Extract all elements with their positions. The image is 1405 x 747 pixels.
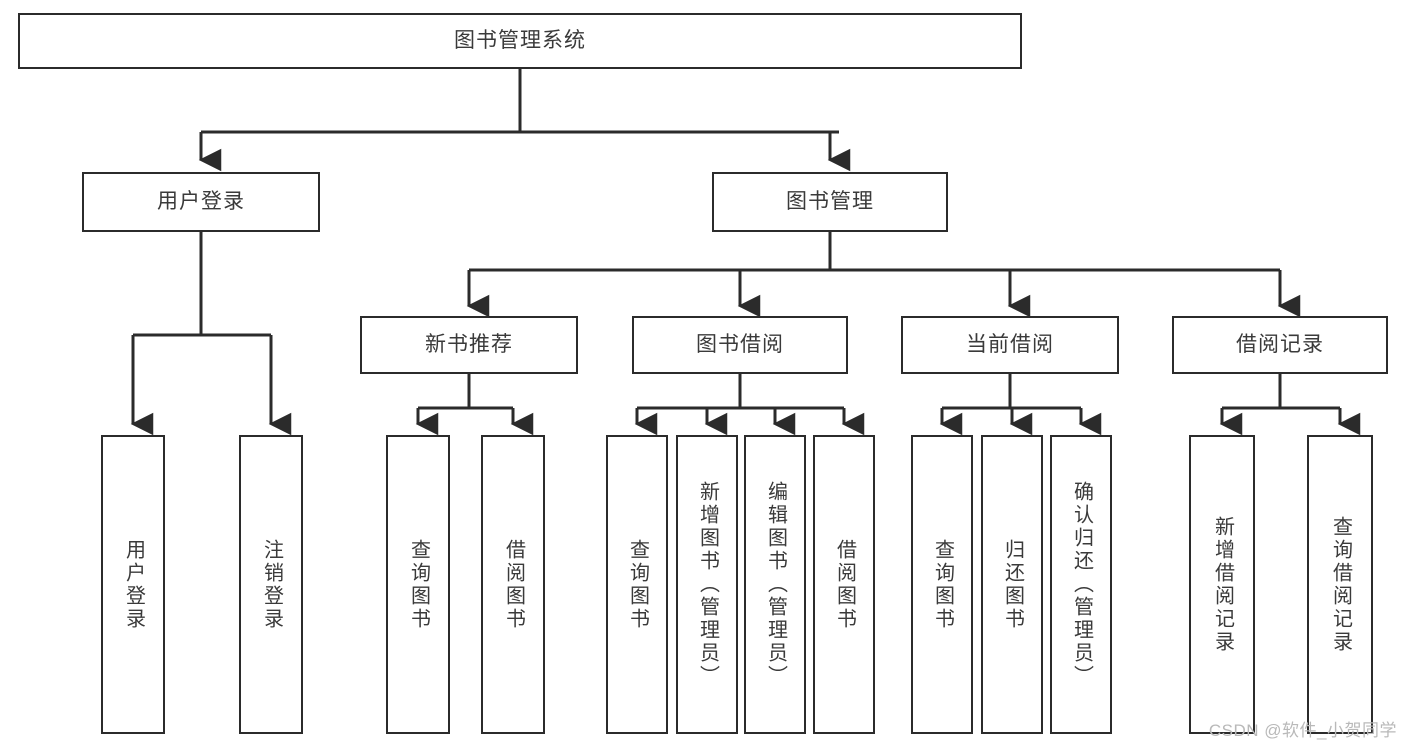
node-leaf-edit-book-admin[interactable]: 编辑图书（管理员） — [744, 435, 806, 734]
node-leaf-user-login[interactable]: 用户登录 — [101, 435, 165, 734]
node-leaf-query-book-borrow[interactable]: 查询图书 — [606, 435, 668, 734]
node-level2-user-login[interactable]: 用户登录 — [82, 172, 320, 232]
node-level3-new-book-recommend-label: 新书推荐 — [425, 333, 513, 357]
node-leaf-return-book[interactable]: 归还图书 — [981, 435, 1043, 734]
node-level3-current-borrow-label: 当前借阅 — [966, 333, 1054, 357]
node-leaf-query-book-current-label: 查询图书 — [931, 538, 954, 631]
node-level3-borrow-record[interactable]: 借阅记录 — [1172, 316, 1388, 374]
node-leaf-borrow-book[interactable]: 借阅图书 — [813, 435, 875, 734]
node-leaf-return-book-label: 归还图书 — [1001, 538, 1024, 631]
node-leaf-edit-book-admin-label: 编辑图书（管理员） — [764, 481, 787, 688]
node-leaf-borrow-book-label: 借阅图书 — [833, 538, 856, 631]
node-root[interactable]: 图书管理系统 — [18, 13, 1022, 69]
node-level3-book-borrow-label: 图书借阅 — [696, 333, 784, 357]
node-leaf-add-book-admin[interactable]: 新增图书（管理员） — [676, 435, 738, 734]
csdn-watermark: CSDN @软件_小贺同学 — [1208, 721, 1397, 740]
node-leaf-add-borrow-record-label: 新增借阅记录 — [1211, 515, 1234, 654]
node-level3-book-borrow[interactable]: 图书借阅 — [632, 316, 848, 374]
node-leaf-add-book-admin-label: 新增图书（管理员） — [696, 481, 719, 688]
node-leaf-borrow-book-recommend[interactable]: 借阅图书 — [481, 435, 545, 734]
node-level2-book-management-label: 图书管理 — [786, 190, 874, 214]
node-leaf-user-login-label: 用户登录 — [122, 538, 145, 631]
node-leaf-query-book-recommend-label: 查询图书 — [407, 538, 430, 631]
node-leaf-query-book-borrow-label: 查询图书 — [626, 538, 649, 631]
node-leaf-query-book-recommend[interactable]: 查询图书 — [386, 435, 450, 734]
node-level2-user-login-label: 用户登录 — [157, 190, 245, 214]
node-level2-book-management[interactable]: 图书管理 — [712, 172, 948, 232]
node-leaf-borrow-book-recommend-label: 借阅图书 — [502, 538, 525, 631]
node-leaf-logout[interactable]: 注销登录 — [239, 435, 303, 734]
node-leaf-add-borrow-record[interactable]: 新增借阅记录 — [1189, 435, 1255, 734]
node-root-label: 图书管理系统 — [454, 29, 586, 53]
node-leaf-confirm-return-admin-label: 确认归还（管理员） — [1070, 481, 1093, 688]
node-level3-borrow-record-label: 借阅记录 — [1236, 333, 1324, 357]
node-leaf-query-borrow-record-label: 查询借阅记录 — [1329, 515, 1352, 654]
node-level3-current-borrow[interactable]: 当前借阅 — [901, 316, 1119, 374]
node-leaf-confirm-return-admin[interactable]: 确认归还（管理员） — [1050, 435, 1112, 734]
node-leaf-logout-label: 注销登录 — [260, 538, 283, 631]
node-leaf-query-book-current[interactable]: 查询图书 — [911, 435, 973, 734]
node-leaf-query-borrow-record[interactable]: 查询借阅记录 — [1307, 435, 1373, 734]
node-level3-new-book-recommend[interactable]: 新书推荐 — [360, 316, 578, 374]
